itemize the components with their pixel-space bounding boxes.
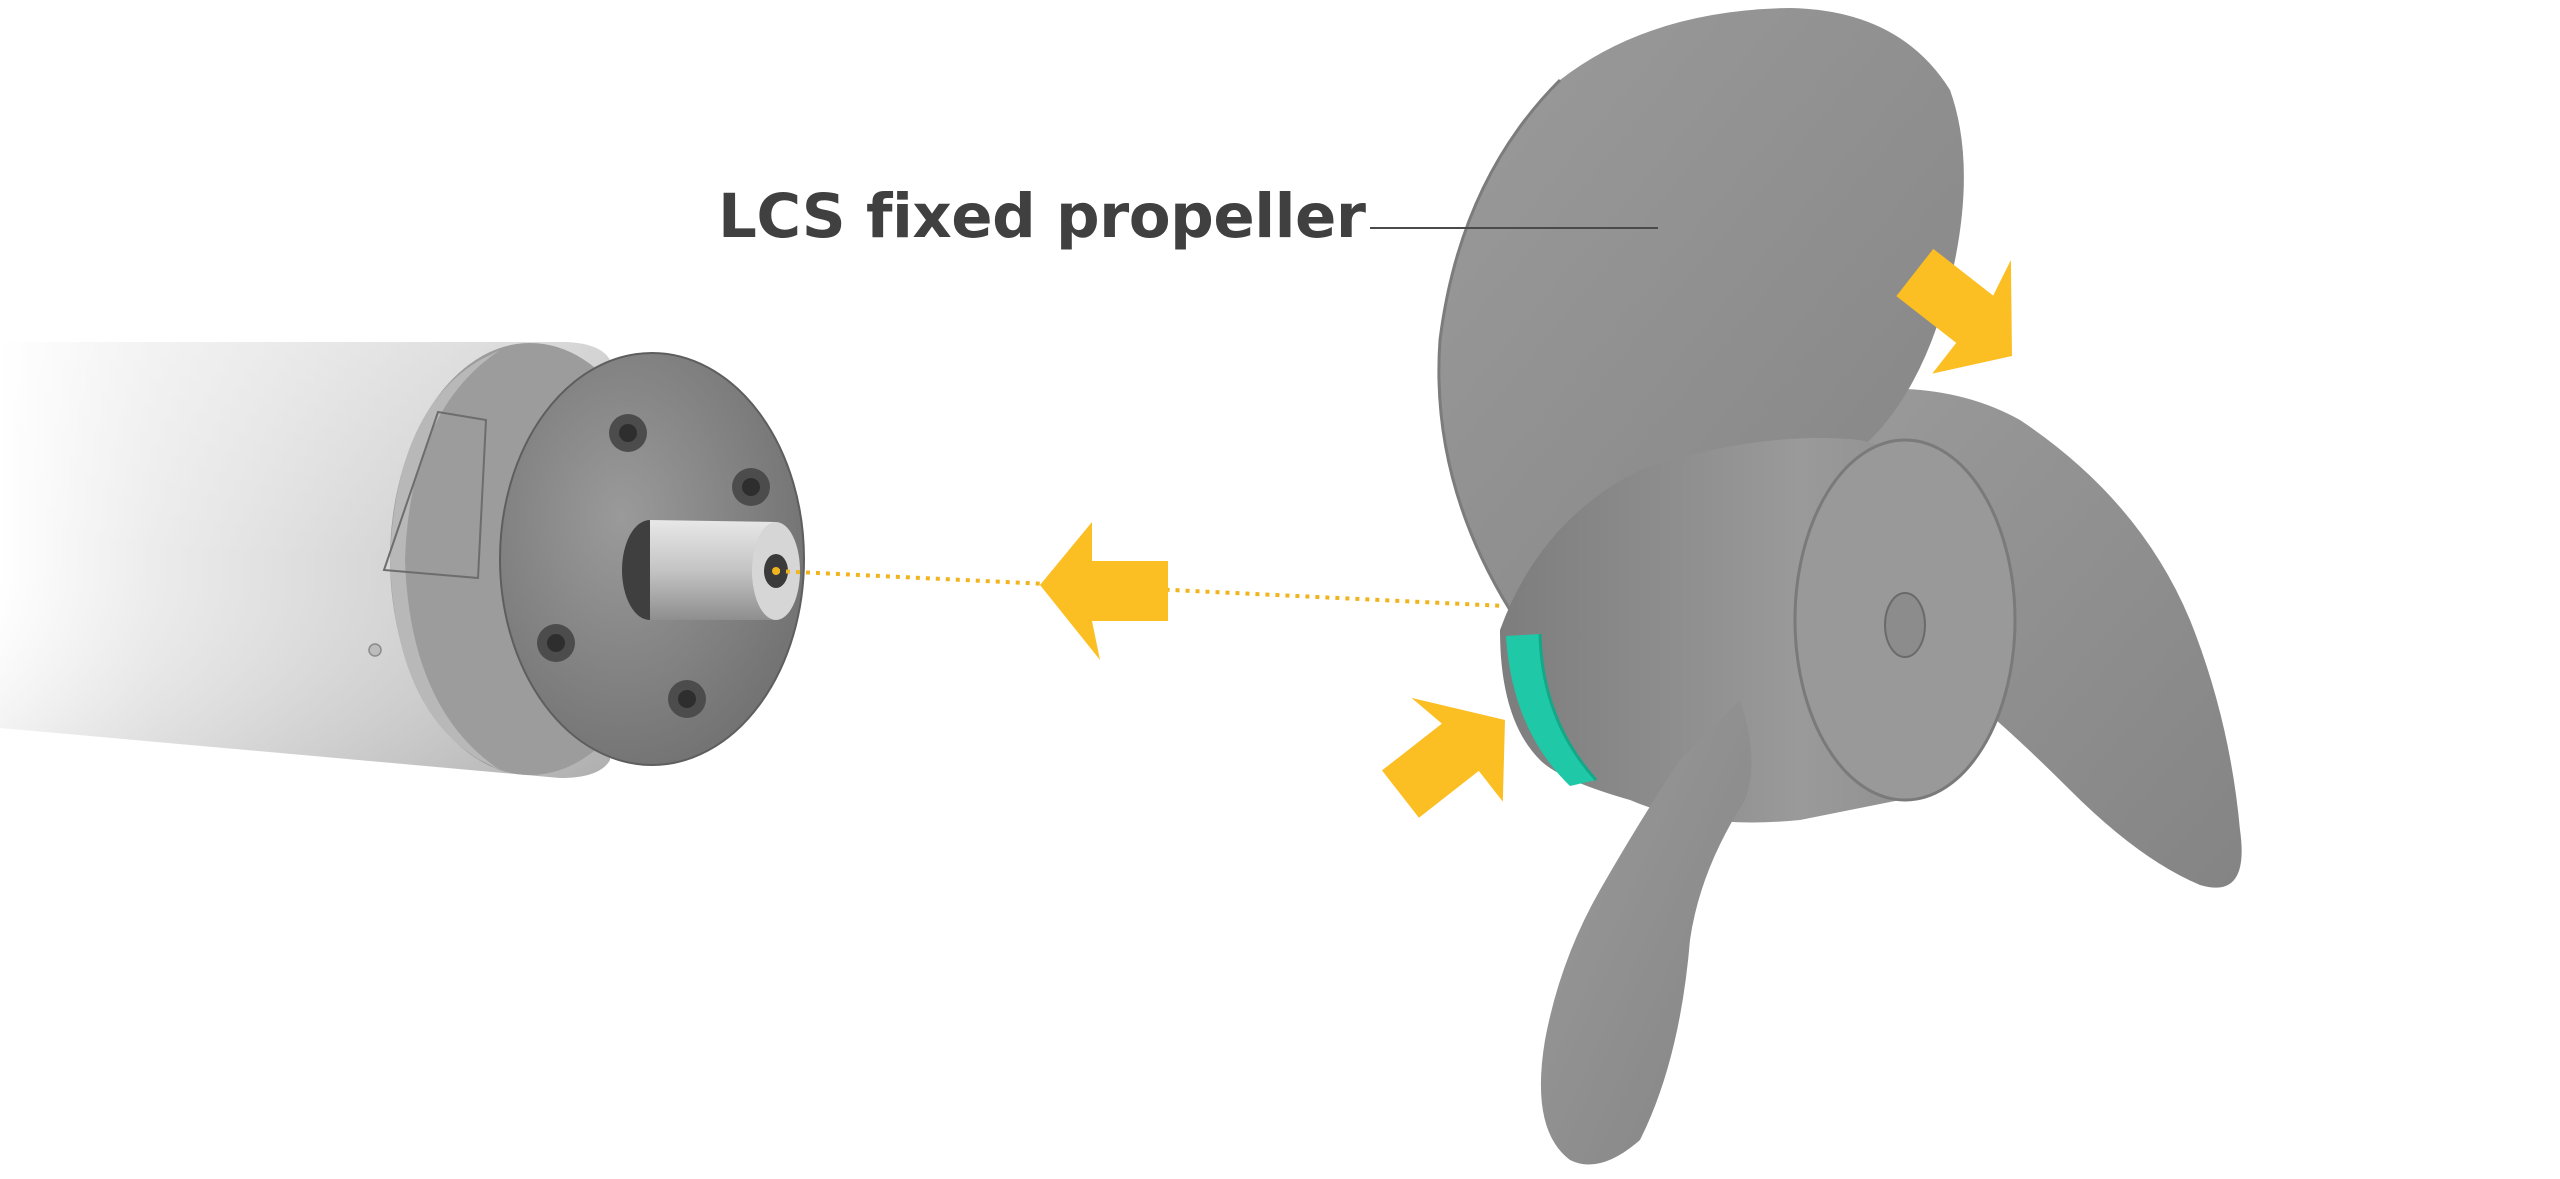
cap-bolts <box>537 414 770 718</box>
bolt <box>537 624 575 662</box>
propeller-blade <box>1438 8 1964 640</box>
propeller-callout-label: LCS fixed propeller <box>718 181 1366 252</box>
bolt <box>609 414 647 452</box>
arrow-up-right-icon <box>1381 697 1505 818</box>
propeller <box>1437 8 2242 1165</box>
motor-unit <box>0 342 805 778</box>
arrow-left-icon <box>1040 522 1168 660</box>
motor-shaft <box>622 520 800 620</box>
propeller-seal-ring <box>1506 634 1596 786</box>
bolt <box>668 680 706 718</box>
alignment-guide-line <box>775 569 1506 608</box>
propeller-blade <box>1540 700 1752 1165</box>
bolt <box>732 468 770 506</box>
arrow-down-left-icon <box>1896 248 2012 374</box>
